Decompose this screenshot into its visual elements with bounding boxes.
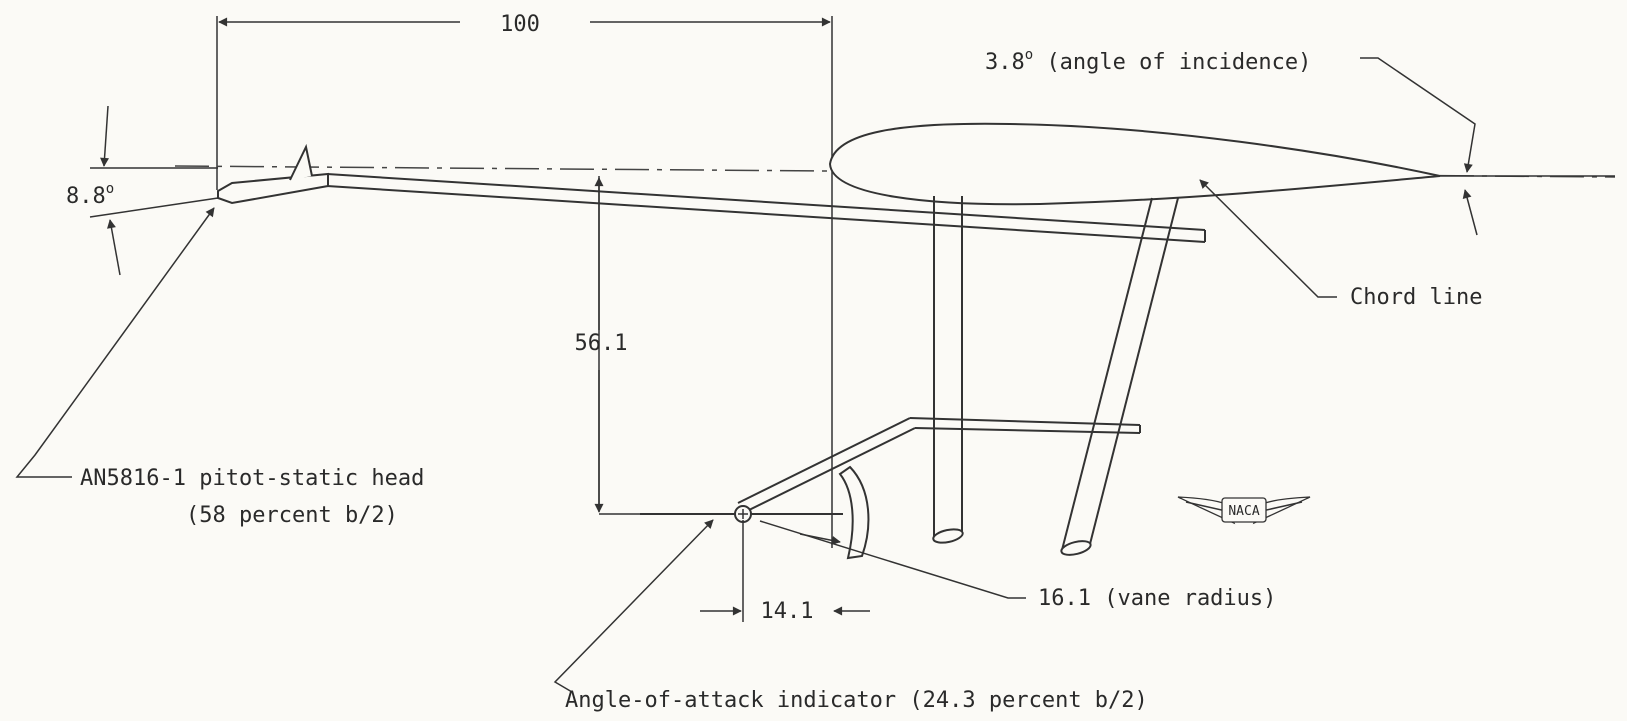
pitot-static-head (217, 143, 329, 205)
pitot-boom (326, 173, 1206, 243)
airfoil-section (828, 122, 1441, 206)
dimension-56: 56.1 (575, 176, 640, 515)
probe-angle-value: 8.8o (66, 181, 114, 209)
naca-logo-text: NACA (1228, 504, 1259, 519)
aoa-callout: Angle-of-attack indicator (24.3 percent … (553, 519, 1148, 713)
aoa-indicator-label: Angle-of-attack indicator (24.3 percent … (565, 688, 1148, 713)
chord-line-callout: Chord line (1199, 179, 1482, 310)
strut-rear (1060, 197, 1179, 556)
vane-radius-callout: 16.1 (vane radius) (759, 520, 1276, 611)
dimension-100: 100 (216, 12, 833, 548)
dimension-56-label: 56.1 (575, 331, 628, 356)
strut-front (932, 196, 964, 544)
probe-angle: 8.8o (66, 105, 219, 276)
pitot-span-label: (58 percent b/2) (186, 503, 398, 528)
dimension-100-label: 100 (500, 12, 540, 37)
pitot-callout: AN5816-1 pitot-static head (58 percent b… (15, 207, 424, 528)
pitot-name-label: AN5816-1 pitot-static head (80, 466, 424, 491)
aoa-vane (838, 465, 870, 560)
dimension-14: 14.1 (700, 520, 870, 624)
vane-radius-label: 16.1 (vane radius) (1038, 586, 1276, 611)
chord-line-label: Chord line (1350, 285, 1482, 310)
naca-logo: NACA (1177, 496, 1311, 525)
incidence-angle-label: 3.8o (angle of incidence) (985, 47, 1311, 75)
aoa-indicator (640, 417, 1141, 560)
incidence-angle: 3.8o (angle of incidence) (985, 47, 1478, 236)
dimension-14-label: 14.1 (761, 599, 814, 624)
